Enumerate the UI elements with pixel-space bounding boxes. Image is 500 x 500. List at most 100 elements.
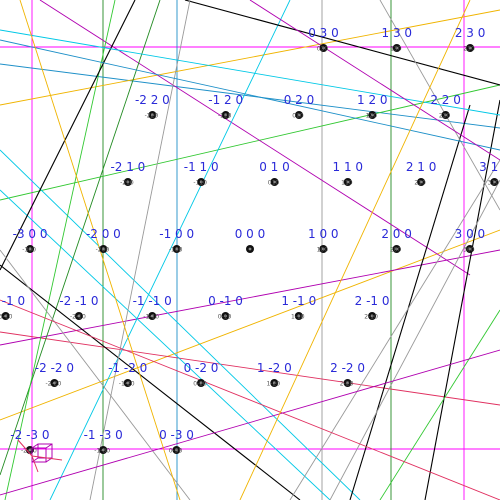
spot-index-tag: 110 (341, 180, 353, 187)
kikuchi-line (0, 189, 331, 500)
reflection-spot: -2 -1 0 -2-10 (59, 294, 98, 321)
reflection-spot: -3 -1 0-3-10 (0, 294, 25, 321)
reflection-spot: -1 0 0-100 (159, 227, 194, 254)
miller-index-label: 0 1 0 (259, 160, 290, 174)
miller-index-label: 0 -1 0 (208, 294, 243, 308)
spot-center (126, 180, 130, 184)
miller-index-label: 1 3 0 (382, 26, 413, 40)
miller-index-label: -1 -3 0 (84, 428, 123, 442)
miller-index-label: 2 0 0 (381, 227, 412, 241)
spot-center (419, 180, 423, 184)
spot-center (151, 113, 154, 117)
spot-index-tag: 120 (366, 113, 378, 120)
spot-index-tag: -210 (120, 180, 134, 187)
spot-index-tag: 2-10 (364, 314, 378, 321)
reflection-spot: -3 -2 0-3-20 (0, 361, 1, 375)
kikuchi-line (0, 9, 500, 106)
miller-index-label: 0 -3 0 (159, 428, 194, 442)
miller-index-label: -3 -1 0 (0, 294, 25, 308)
spot-index-tag: 210 (414, 180, 426, 187)
spot-index-tag: 130 (390, 46, 402, 53)
spot-index-tag: 020 (292, 113, 304, 120)
miller-index-label: 1 -1 0 (281, 294, 316, 308)
miller-index-label: 0 -2 0 (184, 361, 219, 375)
kikuchi-line (0, 0, 161, 476)
spot-index-tag: 010 (268, 180, 280, 187)
miller-index-label: -1 0 0 (159, 227, 194, 241)
spot-index-tag: 310 (488, 180, 500, 187)
kikuchi-line (0, 29, 500, 116)
miller-index-label: 1 1 0 (333, 160, 364, 174)
kikuchi-line (289, 159, 500, 500)
spot-center (346, 180, 350, 184)
spot-index-tag: -1-30 (94, 448, 110, 455)
kikuchi-line (0, 84, 500, 201)
spot-center (28, 448, 32, 452)
miller-index-label: 2 -2 0 (330, 361, 365, 375)
spot-index-tag: 220 (439, 113, 451, 120)
spot-index-tag: -1-10 (143, 314, 159, 321)
miller-index-label: -2 -1 0 (59, 294, 98, 308)
reflection-spot: 2 1 0 210 (406, 160, 437, 187)
spot-center (468, 46, 472, 50)
reflection-spot: 0 1 0 010 (259, 160, 290, 187)
reflection-spot: 0 2 0 020 (284, 93, 315, 120)
spot-center (199, 180, 203, 184)
spot-index-tag: 0-10 (218, 314, 232, 321)
spot-center (395, 46, 399, 50)
kikuchi-line (0, 249, 191, 500)
reflection-spot: 3 1 0310 (479, 160, 500, 187)
spot-center (370, 314, 374, 318)
spot-center (273, 180, 276, 184)
spot-index-tag: -200 (96, 247, 110, 254)
spot-index-tag: 1-10 (291, 314, 305, 321)
spot-center (126, 381, 130, 385)
miller-index-label: -1 2 0 (208, 93, 243, 107)
miller-index-label: 3 0 0 (455, 227, 486, 241)
kikuchi-line (329, 179, 500, 500)
kikuchi-line (49, 0, 291, 500)
spot-center (175, 247, 179, 251)
spot-index-tag: -300 (22, 247, 36, 254)
spot-index-tag: -220 (145, 113, 159, 120)
spot-index-tag: 0-20 (193, 381, 207, 388)
spot-center (321, 247, 325, 251)
spot-center (297, 314, 301, 318)
spot-center (199, 381, 203, 385)
reflection-spot: 0 -2 0 0-20 (184, 361, 219, 388)
reflection-spot: 2 -1 02-10 (355, 294, 390, 321)
miller-index-label: -1 1 0 (184, 160, 219, 174)
miller-index-label: 0 3 0 (308, 26, 339, 40)
spot-index-tag: -2-30 (21, 448, 37, 455)
spot-index-tag: 030 (317, 46, 329, 53)
miller-index-label: 0 2 0 (284, 93, 315, 107)
spot-center (346, 381, 349, 385)
reflection-spot: 1 1 0 110 (333, 160, 364, 187)
spot-index-tag: -110 (193, 180, 207, 187)
reflection-spot: 0 -1 0 0-10 (208, 294, 243, 321)
spot-center (53, 381, 56, 385)
miller-index-label: 1 -2 0 (257, 361, 292, 375)
spot-index-tag: -2-10 (70, 314, 86, 321)
reflection-spot: -1 -3 0 -1-30 (84, 428, 123, 455)
spot-index-tag: -1-20 (119, 381, 135, 388)
kikuchi-line (0, 63, 500, 129)
miller-index-label: 2 1 0 (406, 160, 437, 174)
spot-center (493, 180, 496, 184)
miller-index-label: -2 0 0 (86, 227, 121, 241)
kikuchi-line (424, 99, 500, 500)
miller-index-label: 1 0 0 (308, 227, 339, 241)
miller-index-label: 0 0 0 (235, 227, 266, 241)
miller-index-label: -2 -2 0 (35, 361, 74, 375)
spot-center (77, 314, 81, 318)
reflection-spot: -2 0 0 -200 (86, 227, 121, 254)
spot-center (248, 247, 252, 251)
spot-center (395, 247, 398, 251)
reflection-spot: -1 -1 0-1-10 (133, 294, 172, 321)
miller-index-label: -1 -2 0 (108, 361, 147, 375)
